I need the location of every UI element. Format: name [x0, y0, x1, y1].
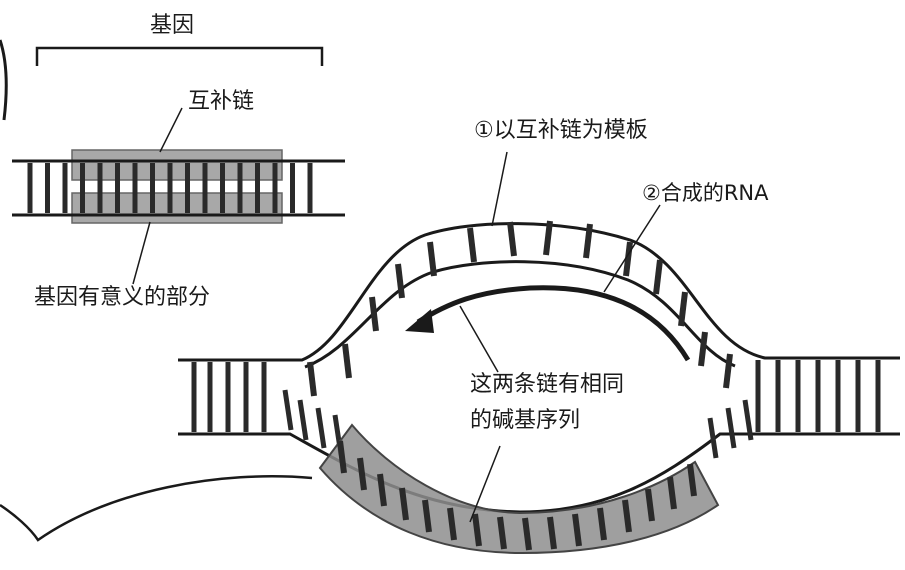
big-dna-rung	[678, 291, 688, 327]
small-dna-base-pairs	[27, 163, 313, 213]
same-sequence-label-line2: 的碱基序列	[470, 408, 581, 433]
coding-strand-base	[357, 457, 367, 491]
same-seq-leader-upper	[459, 305, 499, 373]
gene-label: 基因	[150, 13, 195, 38]
meaningful-leader-line	[132, 221, 151, 285]
meaningful-strand-highlight	[71, 192, 283, 224]
coding-strand-base	[667, 476, 677, 510]
coding-strand-base	[422, 499, 432, 533]
big-dna-rung	[395, 263, 405, 299]
big-dna-rung	[315, 407, 327, 449]
coding-strand-base	[399, 487, 409, 521]
big-dna-rung	[583, 223, 593, 259]
coding-strand-bases	[337, 440, 697, 551]
complementary-strand-highlight	[71, 149, 283, 181]
big-dna-rung	[342, 343, 352, 379]
big-dna-rung	[297, 399, 309, 441]
coding-strand-base	[645, 488, 655, 522]
big-dna-rung	[543, 220, 553, 256]
coding-strand-base	[547, 516, 557, 550]
coding-strand-base	[472, 513, 482, 547]
step1-label: ①以互补链为模板	[474, 118, 648, 143]
big-dna-top-outer-backbone	[178, 222, 900, 362]
coding-strand-base	[497, 516, 507, 550]
rna-arrow-head	[405, 309, 434, 333]
big-dna-rung	[427, 241, 437, 277]
coding-strand-base	[687, 463, 697, 497]
complementary-leader-line	[159, 107, 183, 153]
coding-strand-base	[572, 513, 582, 547]
coding-strand-base	[597, 507, 607, 541]
big-dna-rung	[507, 221, 517, 257]
step2-label: ②合成的RNA	[642, 181, 769, 205]
big-dna-rung	[653, 259, 663, 295]
coding-strand-base	[447, 507, 457, 541]
big-dna-rung	[698, 331, 708, 367]
coding-strand-base	[522, 517, 532, 551]
big-dna-bottom-backbone	[178, 432, 900, 514]
big-dna-rung	[723, 353, 733, 389]
big-dna-rung	[707, 417, 719, 459]
coding-strand-highlight	[318, 423, 720, 555]
left-edge-curve	[0, 39, 8, 121]
big-dna-top-inner-backbone	[304, 260, 736, 369]
rna-synthesis-arrow	[416, 285, 691, 362]
big-dna-rung	[307, 361, 317, 397]
gene-bracket	[35, 46, 324, 66]
big-dna-rung	[623, 241, 633, 277]
big-dna-rung	[282, 389, 294, 431]
complementary-strand-label: 互补链	[188, 89, 255, 114]
big-dna-rung	[369, 296, 379, 332]
big-dna-rung	[742, 399, 754, 441]
step2-leader-line	[603, 204, 661, 293]
big-dna-rung	[725, 407, 737, 449]
same-sequence-label-line1: 这两条链有相同	[470, 372, 625, 397]
bottom-left-curve	[0, 475, 313, 542]
big-dna-base-pairs	[191, 220, 881, 459]
step1-leader-line	[491, 151, 508, 227]
same-seq-leader-lower	[469, 445, 501, 523]
big-dna-rung	[467, 227, 477, 263]
meaningful-part-label: 基因有意义的部分	[34, 285, 211, 310]
coding-strand-base	[377, 473, 387, 507]
coding-strand-base	[622, 499, 632, 533]
coding-strand-base	[337, 440, 347, 474]
